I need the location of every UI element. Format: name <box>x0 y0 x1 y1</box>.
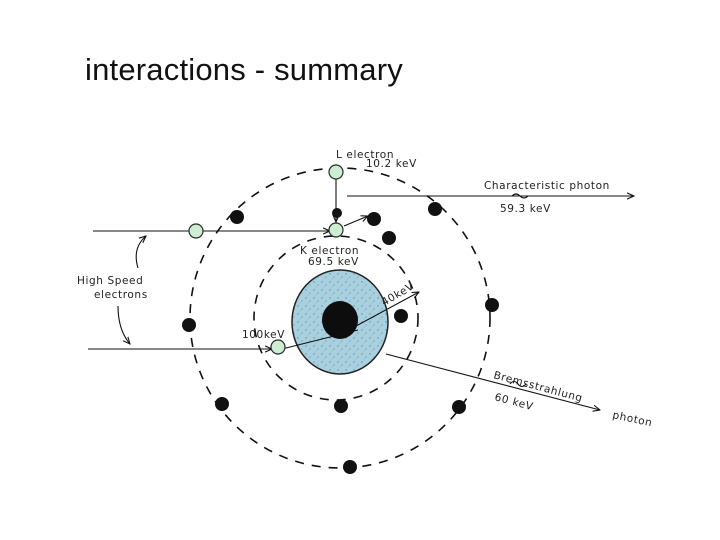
inner-deflection-line <box>281 329 359 350</box>
nucleus-core <box>322 301 358 339</box>
electron-dark <box>394 309 408 323</box>
l-electron-label: L electron <box>336 149 394 161</box>
k-electron-label: K electron <box>300 245 359 257</box>
l-electron-energy-label: 10.2 keV <box>366 158 417 170</box>
k-electron <box>328 222 344 238</box>
electron-dark <box>367 212 381 226</box>
electron-dark <box>382 231 396 245</box>
electron-dark <box>343 460 357 474</box>
k-electron-energy-label: 69.5 keV <box>308 256 359 268</box>
bremsstrahlung-photon-line <box>385 353 600 410</box>
characteristic-photon-wave <box>511 193 529 199</box>
characteristic-energy-label: 59.3 keV <box>500 203 551 215</box>
scattered-energy-label: 40keV <box>380 280 417 308</box>
photon-label: photon <box>611 409 653 429</box>
high-speed-label: High Speed <box>77 275 143 287</box>
high-speed-pointer-upper <box>135 236 146 269</box>
electron-dark <box>215 397 229 411</box>
k-shell-orbit <box>253 235 419 401</box>
bremsstrahlung-wave <box>509 380 527 388</box>
l-electron <box>328 164 344 180</box>
bremsstrahlung-energy-label: 60 keV <box>493 391 535 413</box>
k-electron-ejection-arrow <box>343 216 368 227</box>
electron-dark <box>485 298 499 312</box>
electron-dark <box>428 202 442 216</box>
scattered-electron-arrow <box>355 292 419 327</box>
incoming-electron-lower <box>270 339 286 355</box>
electron-dark <box>332 208 342 218</box>
incoming-electron-upper <box>188 223 204 239</box>
electron-dark <box>452 400 466 414</box>
outer-shell-orbit <box>189 167 491 469</box>
electron-dark <box>334 399 348 413</box>
electron-dark <box>230 210 244 224</box>
electrons-label: electrons <box>94 289 148 301</box>
high-speed-pointer-lower <box>117 305 130 344</box>
characteristic-photon-label: Characteristic photon <box>484 180 610 192</box>
incoming-energy-label: 100keV <box>242 329 285 341</box>
slide-title: interactions - summary <box>85 52 403 87</box>
electron-dark <box>182 318 196 332</box>
